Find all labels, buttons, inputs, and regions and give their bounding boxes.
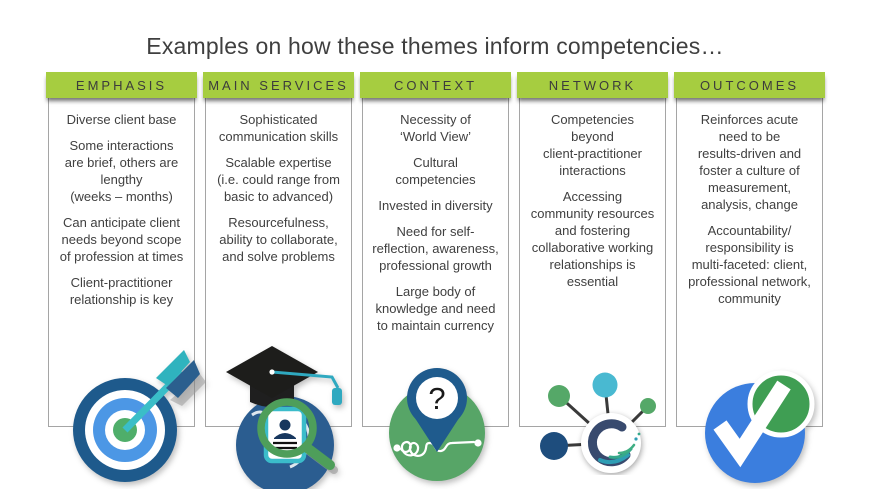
slide-title: Examples on how these themes inform comp… bbox=[146, 33, 724, 59]
target-arrow-icon bbox=[48, 350, 213, 489]
column-emphasis: EMPHASIS Diverse client base Some intera… bbox=[46, 72, 197, 427]
paragraph: Necessity of ‘World View’ bbox=[399, 112, 472, 144]
column-network-body: Competencies beyond client-practitioner … bbox=[519, 98, 666, 427]
paragraph: Resourcefulness, ability to collaborate,… bbox=[219, 215, 338, 264]
column-network-header: NETWORK bbox=[517, 72, 668, 98]
paragraph: Need for self- reflection, awareness, pr… bbox=[372, 224, 499, 273]
column-emphasis-header: EMPHASIS bbox=[46, 72, 197, 98]
column-emphasis-body: Diverse client base Some interactions ar… bbox=[48, 98, 195, 427]
paragraph: Cultural competencies bbox=[395, 155, 476, 187]
column-network: NETWORK Competencies beyond client-pract… bbox=[517, 72, 668, 427]
column-outcomes-body: Reinforces acute need to be results-driv… bbox=[676, 98, 823, 427]
graduation-globe-search-icon bbox=[212, 340, 362, 489]
paragraph: Invested in diversity bbox=[378, 198, 493, 213]
paragraph: Accessing community resources and foster… bbox=[530, 189, 655, 289]
network-hub-icon bbox=[538, 353, 670, 475]
column-context-header: CONTEXT bbox=[360, 72, 511, 98]
column-context: CONTEXT Necessity of ‘World View’ Cultur… bbox=[360, 72, 511, 427]
map-pin-question-icon: ? bbox=[377, 360, 497, 489]
column-outcomes-header: OUTCOMES bbox=[674, 72, 825, 98]
paragraph: Accountability/ responsibility is multi-… bbox=[688, 223, 811, 306]
paragraph: Client-practitioner relationship is key bbox=[69, 275, 174, 307]
paragraph: Scalable expertise (i.e. could range fro… bbox=[217, 155, 340, 204]
column-context-body: Necessity of ‘World View’ Cultural compe… bbox=[362, 98, 509, 427]
column-main-services-header: MAIN SERVICES bbox=[203, 72, 354, 98]
paragraph: Diverse client base bbox=[66, 112, 177, 127]
paragraph: Some interactions are brief, others are … bbox=[64, 138, 179, 204]
double-circle-checkmark-icon bbox=[692, 353, 837, 489]
paragraph: Sophisticated communication skills bbox=[218, 112, 339, 144]
paragraph: Reinforces acute need to be results-driv… bbox=[697, 112, 802, 212]
paragraph: Can anticipate client needs beyond scope… bbox=[59, 215, 184, 264]
paragraph: Competencies beyond client-practitioner … bbox=[543, 112, 642, 178]
svg-text:?: ? bbox=[428, 381, 445, 416]
column-outcomes: OUTCOMES Reinforces acute need to be res… bbox=[674, 72, 825, 427]
paragraph: Large body of knowledge and need to main… bbox=[375, 284, 496, 333]
